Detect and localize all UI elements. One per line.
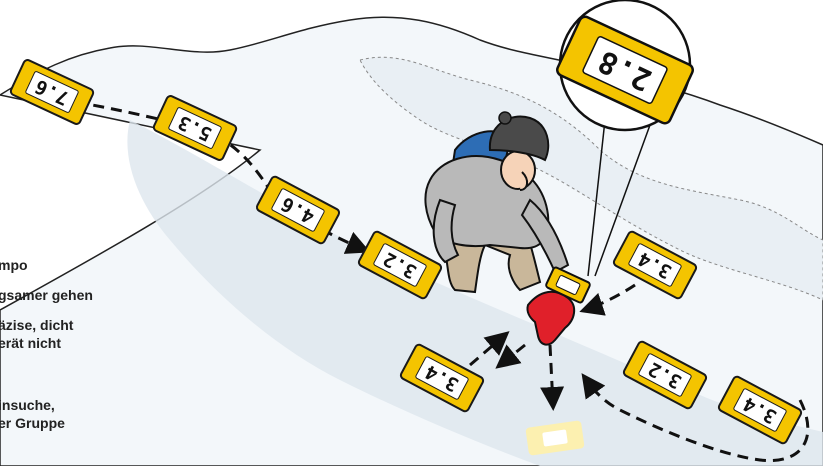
hat-pompom [499, 112, 511, 124]
face [501, 151, 535, 189]
